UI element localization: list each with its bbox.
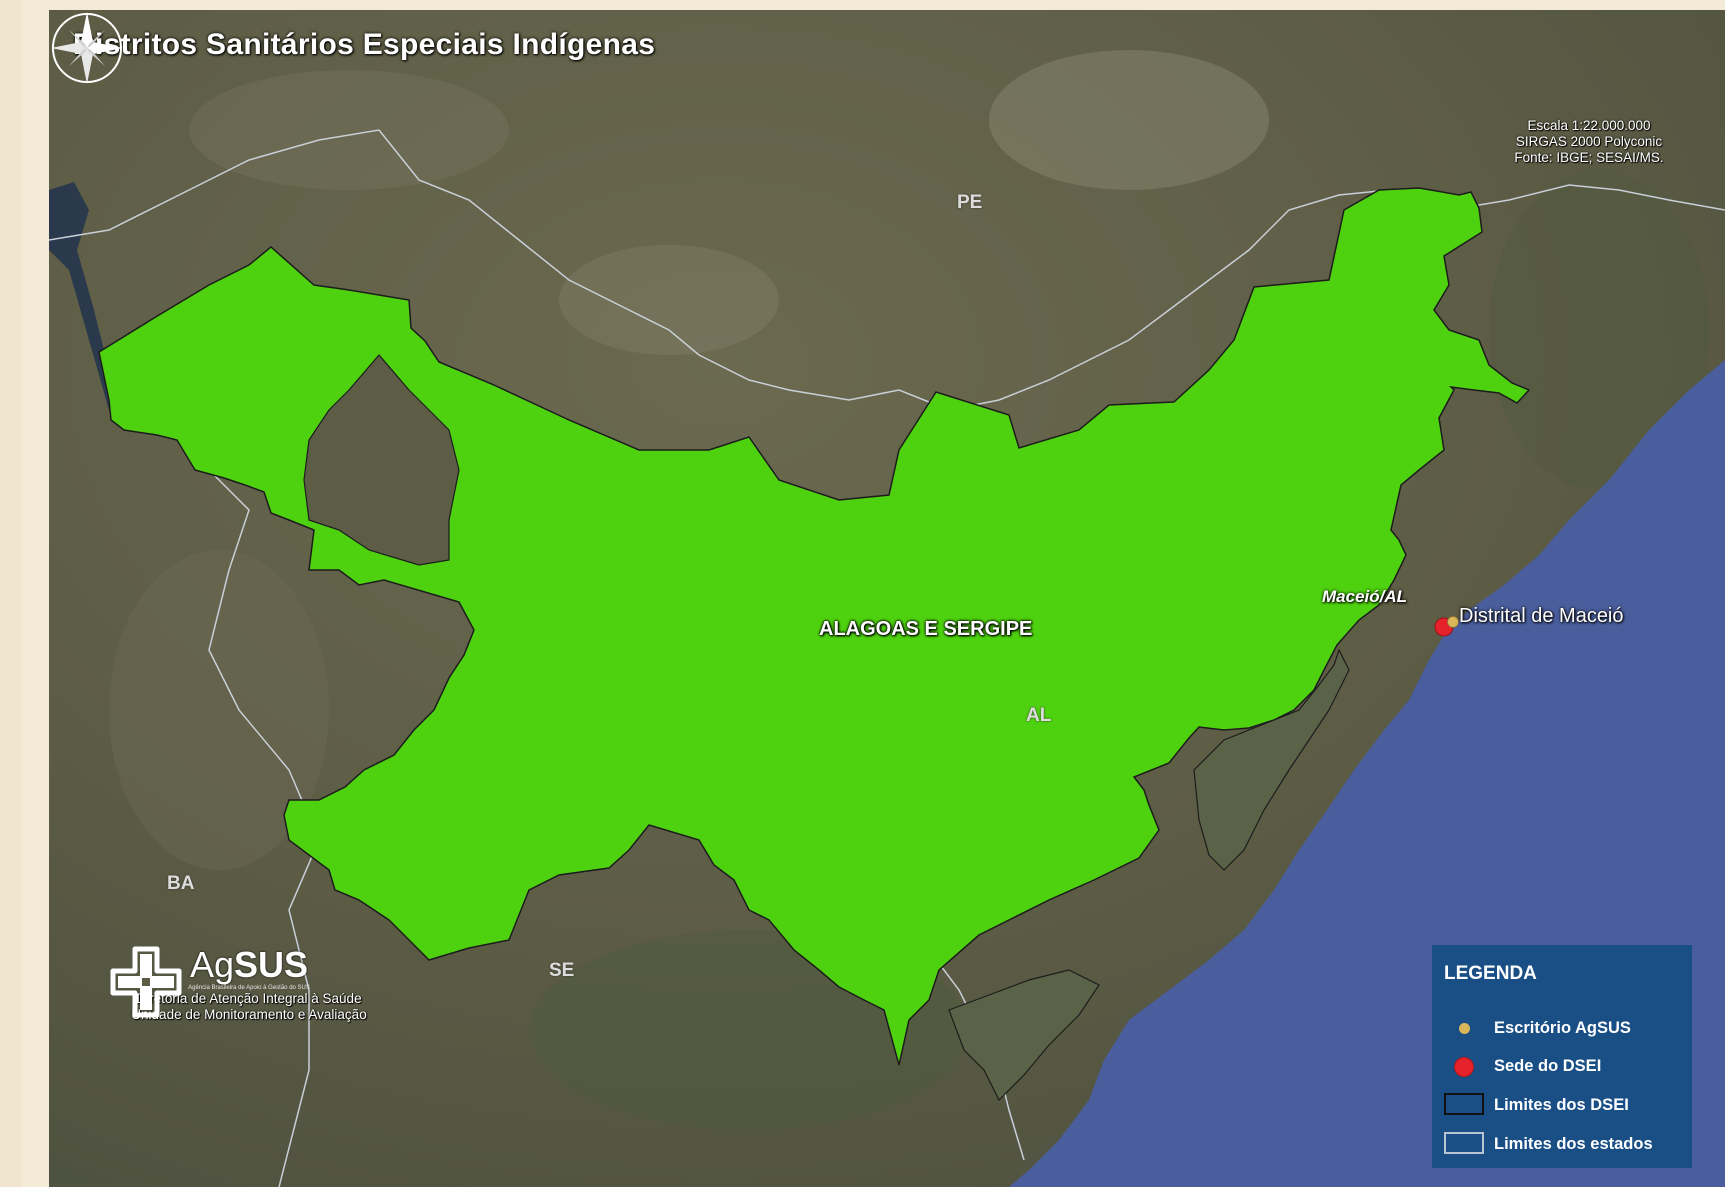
map-canvas[interactable] (49, 10, 1725, 1187)
logo-bold: SUS (234, 944, 309, 985)
state-label-se: SE (549, 960, 575, 981)
excluded-area (1193, 648, 1350, 871)
dsei-box-icon (1442, 1092, 1484, 1118)
map-info: Escala 1:22.000.000 SIRGAS 2000 Polyconi… (1479, 118, 1699, 166)
legend: LEGENDA Escritório AgSUS Sede do DSEI Li… (1432, 945, 1692, 1168)
logo-tagline: Agência Brasileira de Apoio à Gestão do … (188, 985, 310, 991)
legend-item-dsei-limits: Limites dos DSEI (1442, 1092, 1687, 1118)
compass-rose-icon (51, 12, 123, 84)
terrain-patch (109, 550, 329, 870)
office-marker[interactable] (1447, 616, 1459, 628)
scale-text: Escala 1:22.000.000 (1527, 118, 1651, 133)
terrain-patch (189, 70, 509, 190)
terrain-patch (1489, 170, 1709, 490)
office-label: Distrital de Maceió (1459, 605, 1624, 627)
excluded-area (303, 354, 460, 566)
excluded-area (948, 969, 1100, 1102)
district-label: ALAGOAS E SERGIPE (819, 618, 1033, 640)
terrain-patch (989, 50, 1269, 190)
agsus-cross-icon (110, 946, 182, 1018)
hq-city-label: Maceió/AL (1322, 587, 1408, 606)
legend-title: LEGENDA (1444, 963, 1537, 984)
legend-item-label: Limites dos estados (1494, 1135, 1653, 1153)
district-polygon-alagoas-sergipe[interactable] (98, 187, 1531, 1066)
state-label-al: AL (1026, 705, 1052, 726)
legend-item-label: Sede do DSEI (1494, 1057, 1602, 1075)
state-label-ba: BA (167, 873, 195, 894)
logo-wordmark: AgSUS (109, 947, 389, 983)
legend-item-label: Limites dos DSEI (1494, 1096, 1629, 1114)
agsus-logo: AgSUS Agência Brasileira de Apoio à Gest… (109, 945, 389, 1023)
legend-item-hq: Sede do DSEI (1442, 1053, 1687, 1079)
logo-prefix: Ag (189, 944, 234, 985)
projection-text: SIRGAS 2000 Polyconic (1515, 134, 1663, 149)
terrain-patch (559, 245, 779, 355)
state-border (208, 469, 320, 1187)
map-title: Distritos Sanitários Especiais Indígenas (73, 28, 656, 61)
office-dot-icon (1442, 1015, 1484, 1041)
state-label-pe: PE (957, 192, 983, 213)
unit-text: Unidade de Monitoramento e Avaliação (131, 1007, 367, 1022)
directorate-text: Diretoria de Atenção Integral à Saúde (136, 991, 362, 1006)
state-box-icon (1442, 1131, 1484, 1157)
legend-item-state-limits: Limites dos estados (1442, 1131, 1687, 1157)
page-margin (0, 0, 22, 1187)
map-frame[interactable]: Distritos Sanitários Especiais Indígenas… (49, 10, 1725, 1187)
source-text: Fonte: IBGE; SESAI/MS. (1514, 150, 1664, 165)
hq-dot-icon (1442, 1053, 1484, 1079)
legend-item-label: Escritório AgSUS (1494, 1019, 1631, 1037)
legend-item-office: Escritório AgSUS (1442, 1015, 1687, 1041)
